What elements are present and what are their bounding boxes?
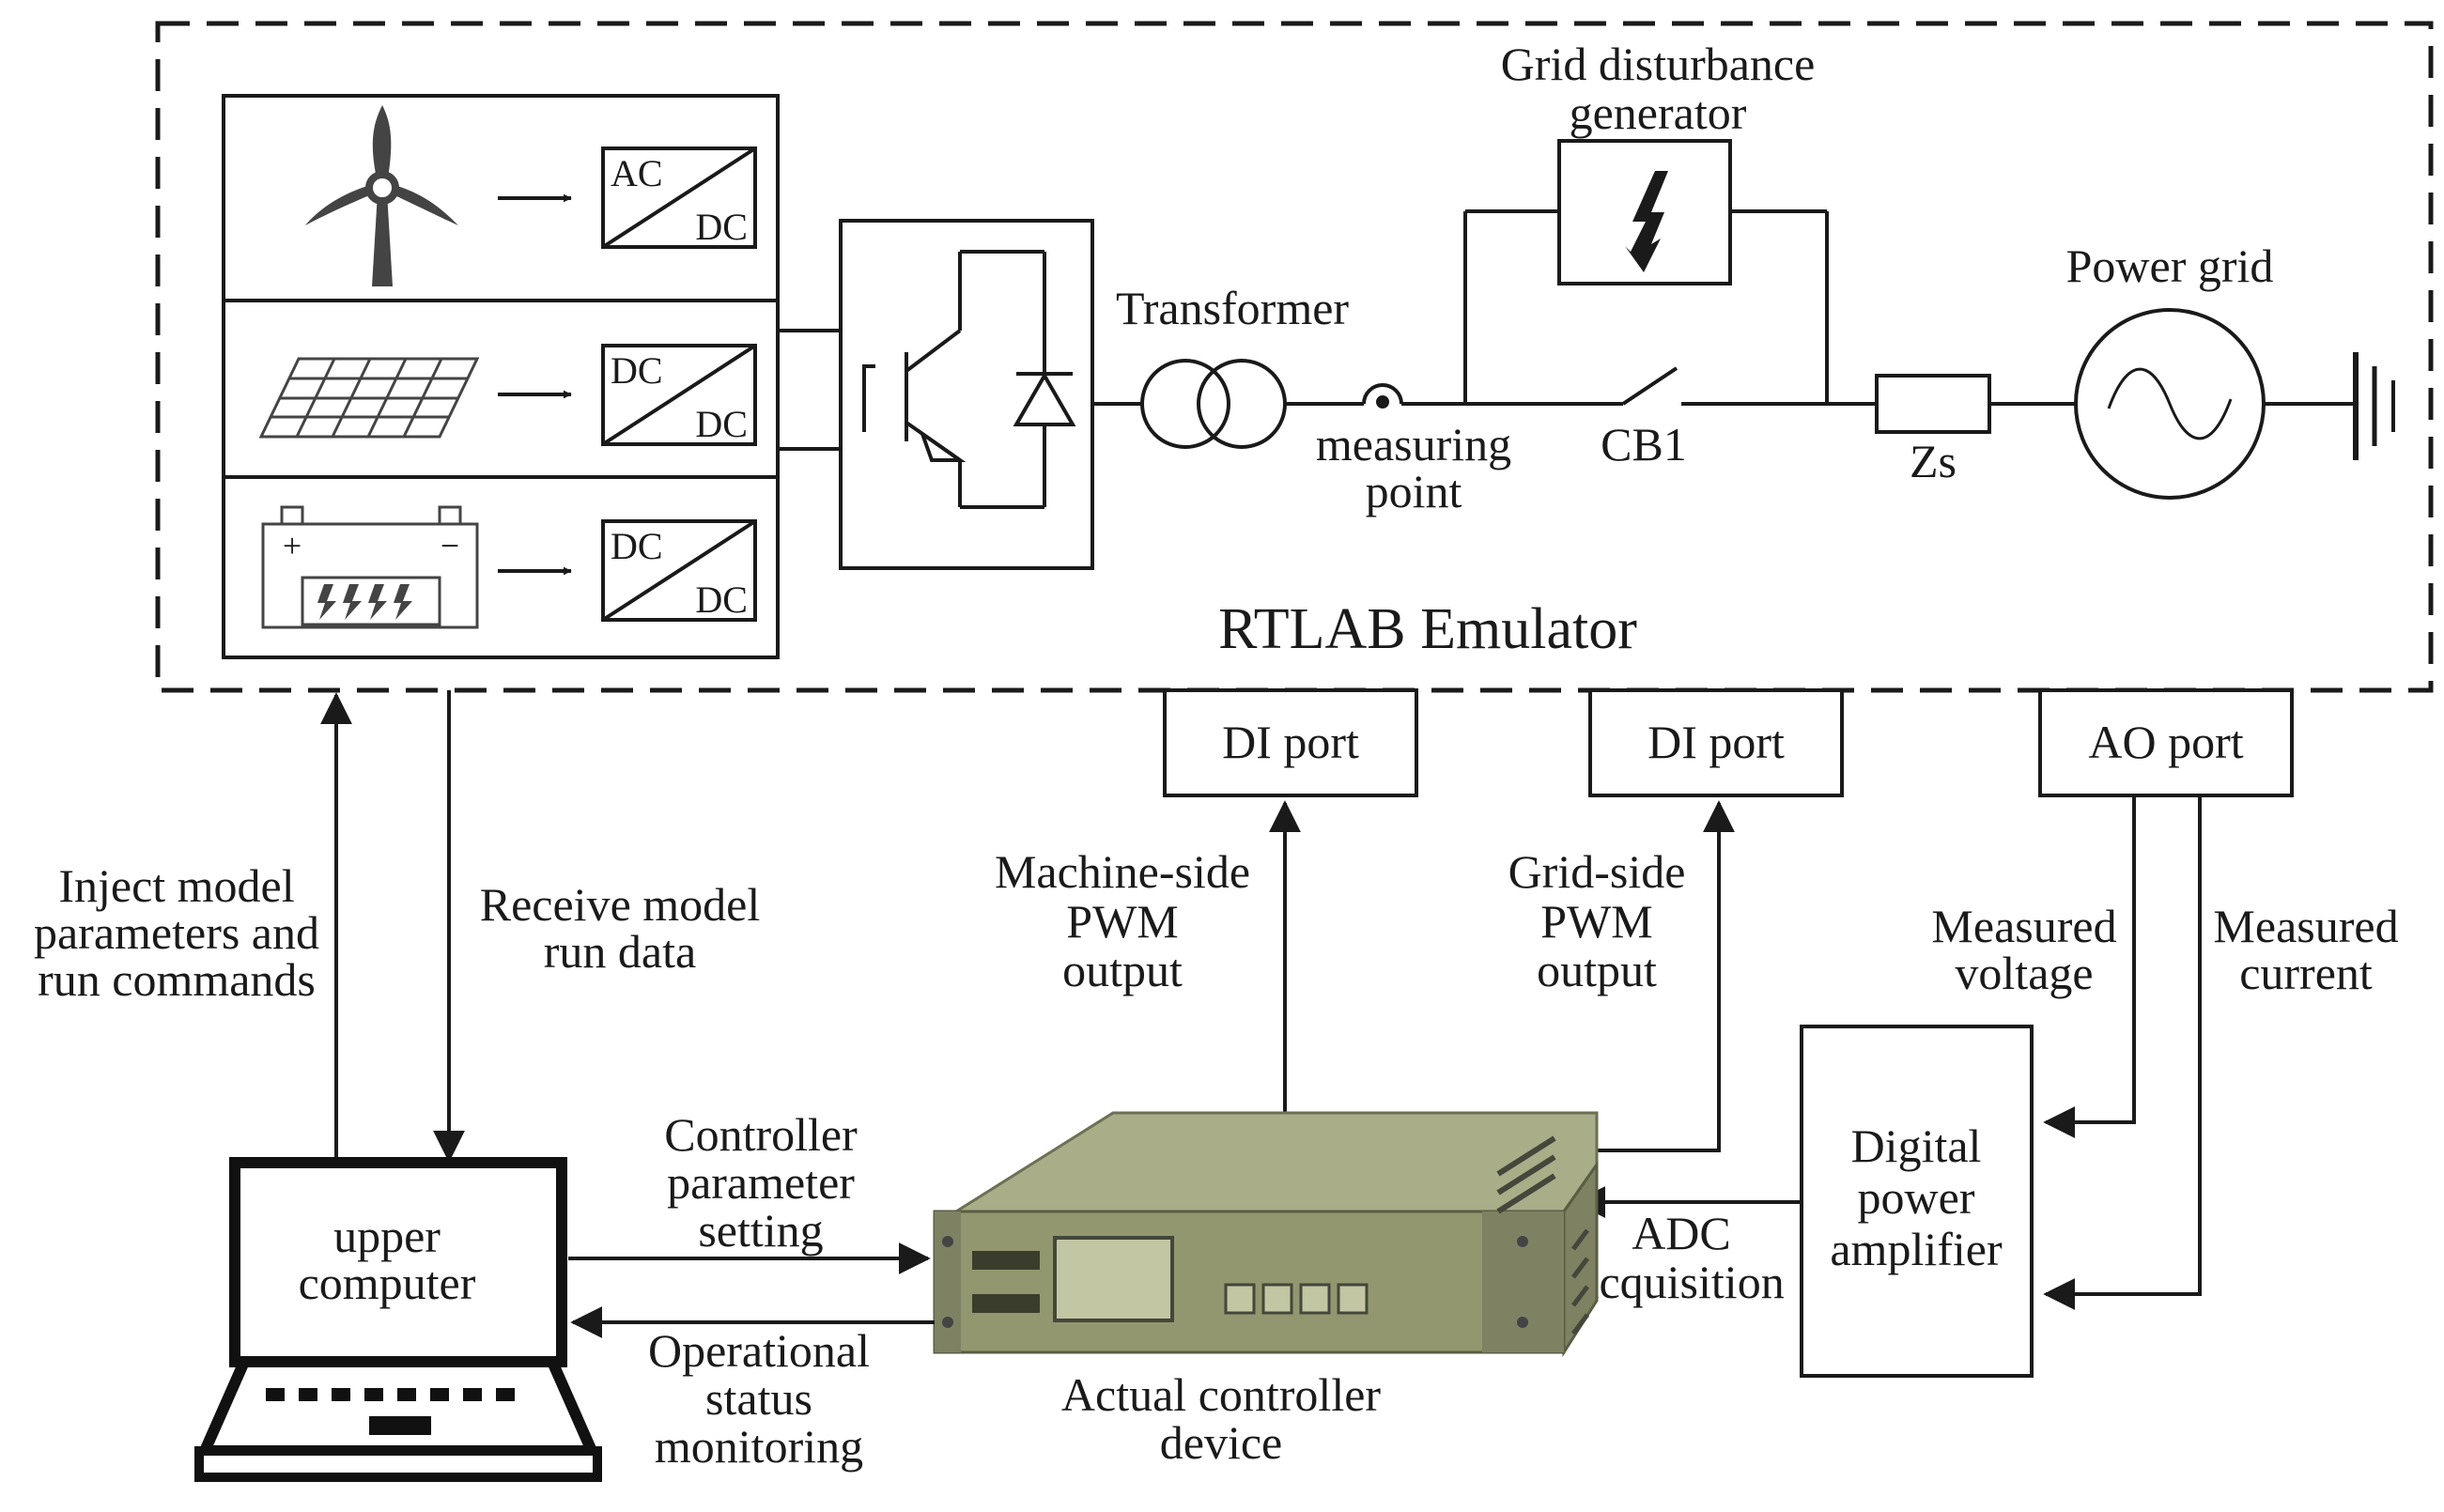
- ground-icon: [2353, 352, 2395, 460]
- measured-current-label-1: Measured: [2213, 900, 2398, 952]
- impedance-label: Zs: [1910, 435, 1957, 487]
- battery-icon: + −: [261, 505, 479, 629]
- transformer-label: Transformer: [1116, 282, 1349, 334]
- source-arrows: [498, 193, 572, 576]
- measuring-point-label: measuring: [1316, 418, 1511, 471]
- machine-pwm-label-1: Machine-side: [995, 845, 1250, 898]
- battery-plus: +: [283, 527, 302, 564]
- impedance-zs: [1875, 374, 2076, 434]
- svg-text:AC: AC: [611, 152, 663, 194]
- svg-text:power: power: [1858, 1171, 1975, 1224]
- grid-pwm-label-3: output: [1537, 944, 1657, 996]
- lightning-icon: [1625, 171, 1668, 272]
- status-monitor-label-2: status: [705, 1372, 812, 1425]
- machine-pwm-label-2: PWM: [1066, 895, 1178, 948]
- svg-text:DI port: DI port: [1222, 716, 1359, 768]
- upper-computer-label-2: computer: [299, 1257, 476, 1309]
- inject-label-1: Inject model: [58, 859, 294, 912]
- svg-text:DC: DC: [695, 206, 748, 248]
- svg-text:amplifier: amplifier: [1830, 1223, 2003, 1275]
- controller-param-label-3: setting: [698, 1204, 823, 1257]
- emulator-title: RTLAB Emulator: [1218, 597, 1637, 661]
- controller-label-2: device: [1160, 1416, 1282, 1469]
- status-monitor-label-1: Operational: [648, 1324, 870, 1377]
- laptop-icon: [194, 1157, 602, 1482]
- controller-device-icon: [933, 1111, 1599, 1358]
- adc-label-1: ADC: [1632, 1207, 1731, 1259]
- adc-label-2: acquisition: [1578, 1256, 1784, 1308]
- svg-text:DC: DC: [611, 349, 663, 392]
- svg-text:DC: DC: [695, 579, 748, 621]
- measured-voltage-arrow: [2043, 795, 2136, 1138]
- dc-bus: [778, 329, 841, 451]
- upper-computer-label-1: upper: [333, 1210, 441, 1262]
- controller-label-1: Actual controller: [1061, 1368, 1381, 1421]
- controller-param-label-2: parameter: [667, 1156, 855, 1209]
- inverter-igbt: [839, 219, 1094, 570]
- measuring-point-label-2: point: [1366, 465, 1462, 517]
- svg-text:AO port: AO port: [2088, 716, 2243, 768]
- svg-text:DC: DC: [611, 525, 663, 567]
- inject-label-2: parameters and: [34, 906, 319, 959]
- breaker-label: CB1: [1601, 418, 1687, 471]
- machine-pwm-label-3: output: [1062, 944, 1183, 996]
- di-port-grid: DI port: [1588, 688, 1844, 797]
- solar-panel-icon: [258, 357, 480, 439]
- disturbance-label: Grid disturbance: [1501, 38, 1816, 90]
- controller-param-label-1: Controller: [664, 1108, 858, 1161]
- grid-pwm-label-2: PWM: [1540, 895, 1652, 948]
- grid-disturbance-generator: [1557, 139, 1732, 285]
- grid-pwm-arrow: [1597, 800, 1735, 1152]
- inject-label-3: run commands: [38, 953, 316, 1006]
- disturbance-label-2: generator: [1570, 86, 1747, 139]
- measured-voltage-label-1: Measured: [1931, 900, 2116, 952]
- ao-port: AO port: [2038, 688, 2294, 797]
- status-monitor-label-3: monitoring: [655, 1420, 863, 1473]
- svg-text:Digital: Digital: [1851, 1119, 1982, 1172]
- receive-label-1: Receive model: [480, 878, 761, 931]
- measuring-point-icon: [1362, 383, 1403, 409]
- transformer-icon: [1140, 359, 1287, 449]
- converter-dc-dc-solar: DC DC: [601, 344, 757, 446]
- svg-text:DI port: DI port: [1647, 716, 1785, 768]
- wind-turbine-icon: [305, 105, 458, 286]
- converter-dc-dc-battery: DC DC: [601, 519, 757, 622]
- breaker-branch: [1401, 209, 1877, 406]
- measured-current-label-2: current: [2239, 947, 2373, 999]
- power-grid-label: Power grid: [2066, 239, 2274, 292]
- digital-power-amplifier: Digital power amplifier: [1800, 1025, 2034, 1378]
- power-grid-icon: [2074, 308, 2353, 500]
- battery-minus: −: [441, 527, 459, 564]
- converter-ac-dc: AC DC: [601, 147, 757, 249]
- measured-current-arrow: [2043, 795, 2202, 1310]
- svg-text:DC: DC: [695, 403, 748, 445]
- measured-voltage-label-2: voltage: [1955, 947, 2093, 999]
- receive-label-2: run data: [544, 925, 696, 978]
- di-port-machine: DI port: [1163, 688, 1418, 797]
- grid-pwm-label-1: Grid-side: [1508, 845, 1686, 898]
